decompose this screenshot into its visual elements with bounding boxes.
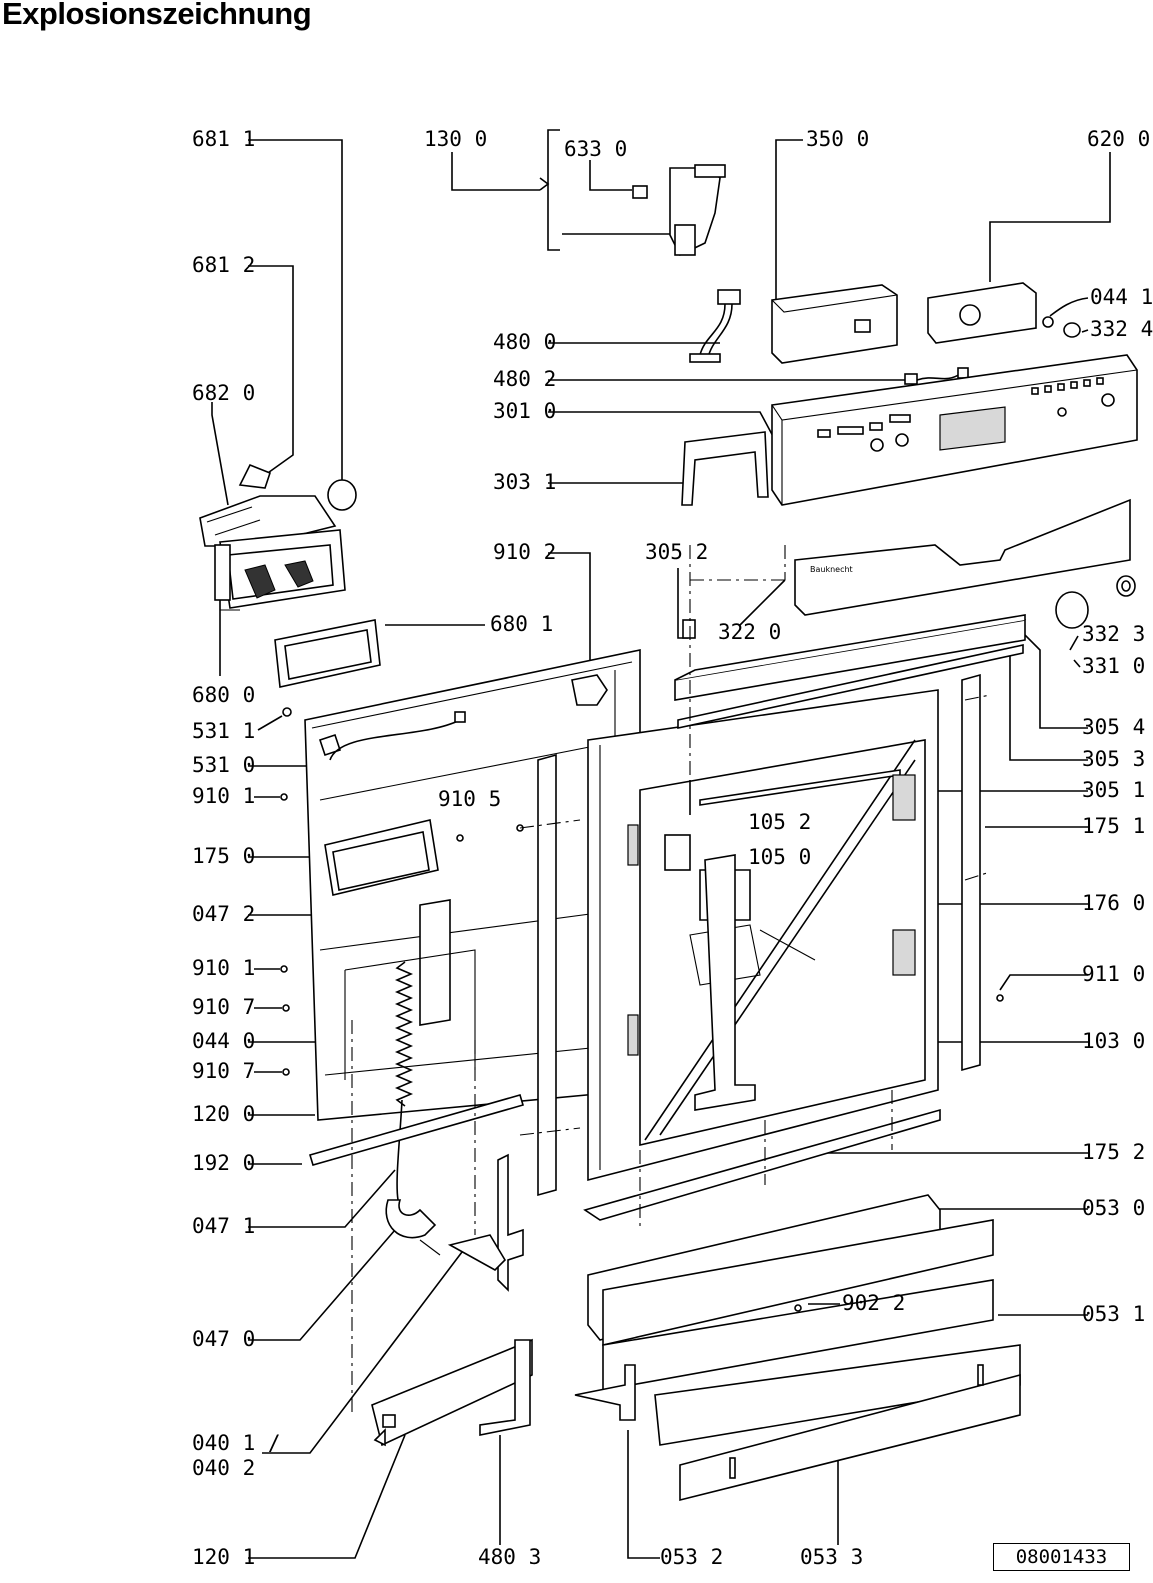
label-053-3: 053 3	[800, 1545, 863, 1569]
label-531-0: 531 0	[192, 753, 255, 777]
part-047-spring	[385, 961, 441, 1256]
label-305-2: 305 2	[645, 540, 708, 564]
label-044-0: 044 0	[192, 1029, 255, 1053]
label-130-0: 130 0	[424, 127, 487, 151]
part-680-0-dispenser	[199, 495, 346, 611]
label-681-2: 681 2	[192, 253, 255, 277]
part-130-0-lock	[632, 164, 726, 257]
part-480-3-bracket	[479, 1339, 531, 1436]
label-303-1: 303 1	[493, 470, 556, 494]
label-331-0: 331 0	[1082, 654, 1145, 678]
label-175-2: 175 2	[1082, 1140, 1145, 1164]
label-910-7-a: 910 7	[192, 995, 255, 1019]
part-175-1-strip	[961, 673, 981, 1072]
label-680-0: 680 0	[192, 683, 255, 707]
page-title: Explosionszeichnung	[2, 0, 312, 31]
label-531-1: 531 1	[192, 719, 255, 743]
label-680-1: 680 1	[490, 612, 553, 636]
part-303-1-bracket	[681, 431, 769, 506]
label-910-1-b: 910 1	[192, 956, 255, 980]
part-192-0-rail	[309, 1094, 524, 1166]
label-480-2: 480 2	[493, 367, 556, 391]
label-633-0: 633 0	[564, 137, 627, 161]
label-047-2: 047 2	[192, 902, 255, 926]
part-305-bars	[674, 614, 1026, 815]
part-350-0-board	[771, 284, 898, 364]
label-910-1-a: 910 1	[192, 784, 255, 808]
label-322-0: 322 0	[718, 620, 781, 644]
label-681-1: 681 1	[192, 127, 255, 151]
part-175-0-strip	[537, 753, 557, 1197]
label-175-1: 175 1	[1082, 814, 1145, 838]
part-681-1	[327, 479, 357, 511]
part-301-0-panel	[771, 354, 1138, 506]
label-040-1: 040 1 /	[192, 1431, 281, 1455]
label-480-0: 480 0	[493, 330, 556, 354]
label-105-2: 105 2	[748, 810, 811, 834]
part-480-0-harness	[689, 289, 741, 363]
svg-text:Bauknecht: Bauknecht	[810, 565, 853, 574]
label-682-0: 682 0	[192, 381, 255, 405]
part-175-2-strip	[583, 1108, 941, 1221]
part-681-2	[238, 463, 271, 489]
drawing-number-box: 08001433	[993, 1543, 1130, 1571]
label-480-3: 480 3	[478, 1545, 541, 1569]
label-120-1: 120 1	[192, 1545, 255, 1569]
label-902-2: 902 2	[842, 1291, 905, 1315]
label-044-1: 044 1	[1090, 285, 1153, 309]
label-105-0: 105 0	[748, 845, 811, 869]
part-053-panels	[587, 1194, 1021, 1502]
label-305-1: 305 1	[1082, 778, 1145, 802]
label-911-0: 911 0	[1082, 962, 1145, 986]
part-176-0-outer-door	[587, 689, 939, 1182]
label-910-7-b: 910 7	[192, 1059, 255, 1083]
label-053-2: 053 2	[660, 1545, 723, 1569]
label-332-3: 332 3	[1082, 622, 1145, 646]
label-053-0: 053 0	[1082, 1196, 1145, 1220]
part-480-2-wire	[904, 367, 969, 385]
part-322-0-fascia: Bauknecht	[794, 498, 1131, 616]
label-120-0: 120 0	[192, 1102, 255, 1126]
part-053-2-bracket	[574, 1364, 636, 1421]
part-labels: 681 1 681 2 682 0 680 0 531 1 531 0 910 …	[192, 127, 1153, 1569]
label-305-3: 305 3	[1082, 747, 1145, 771]
part-680-1-gasket	[274, 619, 381, 688]
label-053-1: 053 1	[1082, 1302, 1145, 1326]
label-040-2: 040 2	[192, 1456, 255, 1480]
label-910-5: 910 5	[438, 787, 501, 811]
part-040-bracket	[447, 1153, 524, 1292]
label-047-1: 047 1	[192, 1214, 255, 1238]
label-910-2: 910 2	[493, 540, 556, 564]
label-047-0: 047 0	[192, 1327, 255, 1351]
label-103-0: 103 0	[1082, 1029, 1145, 1053]
label-301-0: 301 0	[493, 399, 556, 423]
label-175-0: 175 0	[192, 844, 255, 868]
label-176-0: 176 0	[1082, 891, 1145, 915]
guide-lines	[351, 545, 991, 1415]
label-620-0: 620 0	[1087, 127, 1150, 151]
label-332-4: 332 4	[1090, 317, 1153, 341]
part-620-0-programmer	[927, 282, 1081, 344]
label-350-0: 350 0	[806, 127, 869, 151]
label-305-4: 305 4	[1082, 715, 1145, 739]
part-331-0-knobs	[1055, 575, 1136, 629]
label-192-0: 192 0	[192, 1151, 255, 1175]
part-120-1-plate	[371, 1338, 533, 1447]
